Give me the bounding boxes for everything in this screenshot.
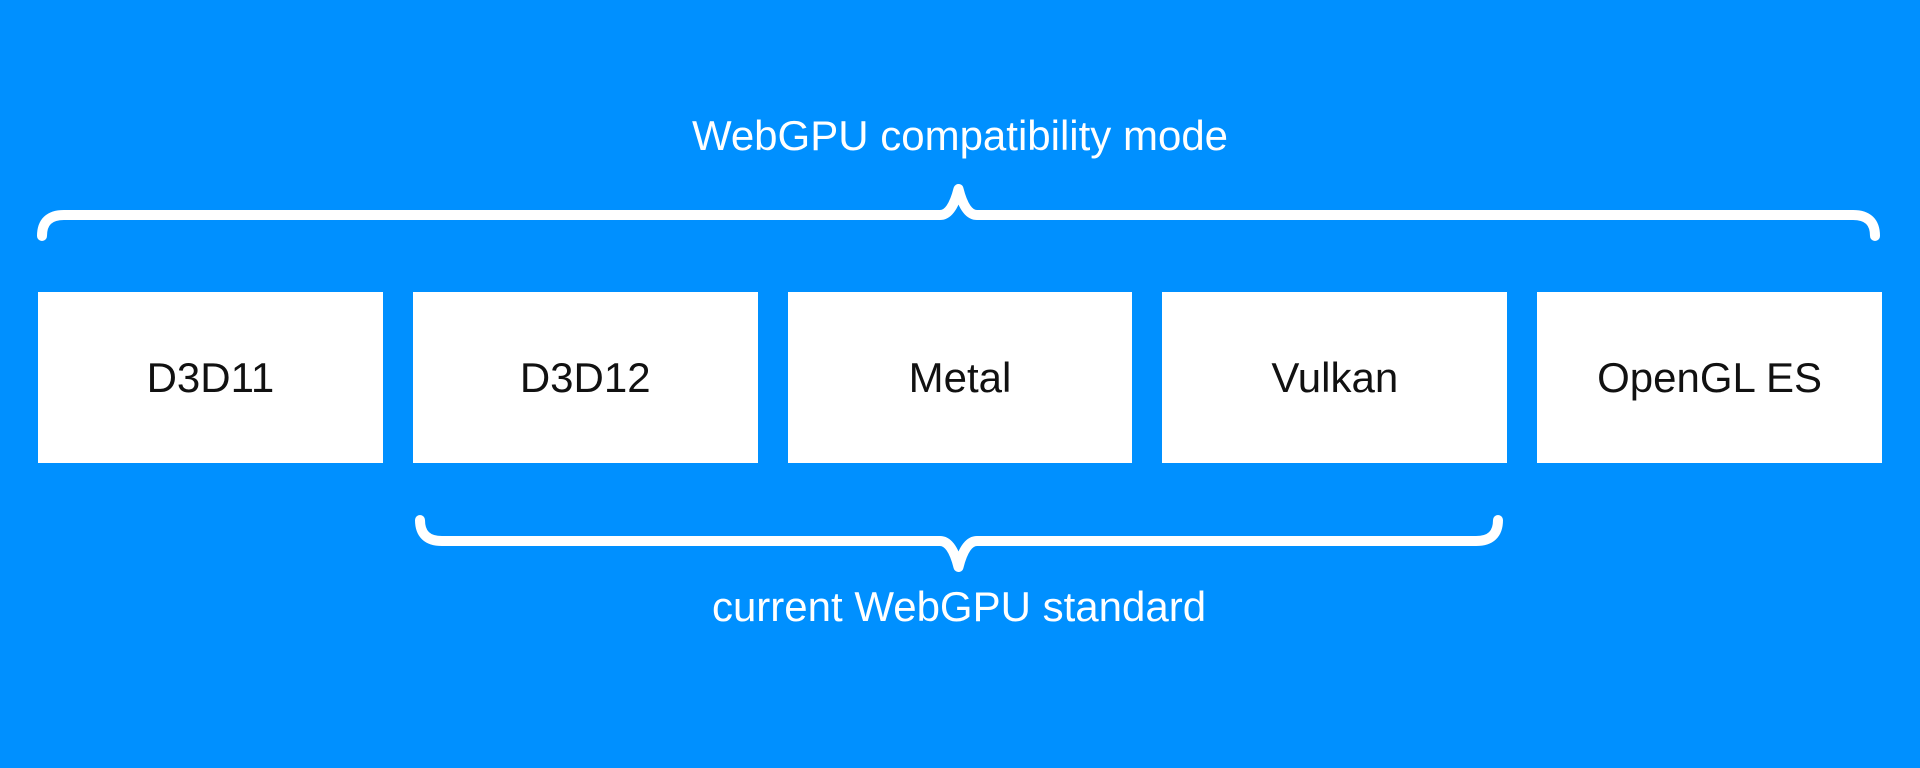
- api-box-d3d11: D3D11: [38, 292, 383, 463]
- api-box-label: Vulkan: [1271, 353, 1399, 401]
- api-box-label: OpenGL ES: [1597, 353, 1823, 401]
- api-box-label: D3D12: [519, 353, 651, 401]
- api-box-vulkan: Vulkan: [1162, 292, 1508, 463]
- top-brace-icon: [37, 184, 1880, 241]
- bottom-brace-icon: [415, 515, 1503, 572]
- top-brace-label: WebGPU compatibility mode: [691, 112, 1229, 159]
- api-box-opengl-es: OpenGL ES: [1537, 292, 1882, 463]
- api-box-d3d12: D3D12: [412, 292, 758, 463]
- api-boxes-row: D3D11 D3D12 Metal Vulkan OpenGL ES: [38, 292, 1882, 463]
- api-box-label: Metal: [908, 353, 1012, 401]
- api-box-metal: Metal: [787, 292, 1133, 463]
- bottom-brace-label: current WebGPU standard: [711, 583, 1207, 630]
- api-box-label: D3D11: [146, 353, 275, 401]
